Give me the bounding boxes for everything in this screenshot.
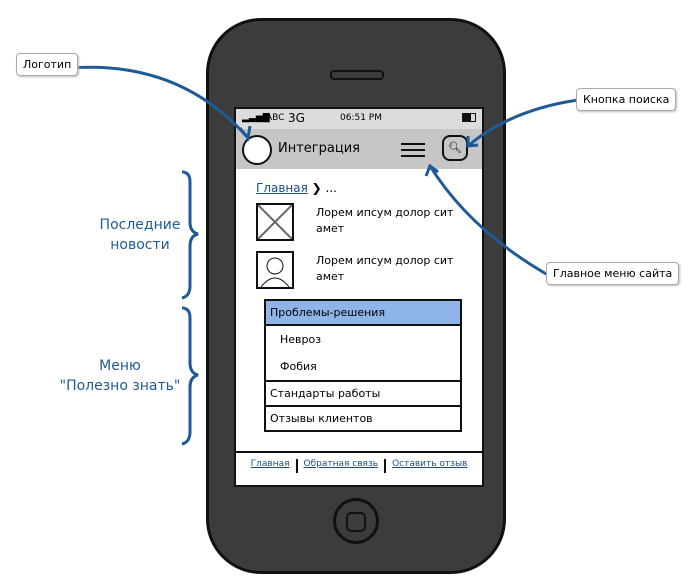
status-bar: ▂▃▅▇ ABC 3G 06:51 PM (236, 109, 482, 129)
breadcrumb: Главная ❯ ... (256, 181, 337, 195)
speaker (330, 70, 384, 80)
annotation-main-menu: Главное меню сайта (546, 262, 680, 285)
logo[interactable] (242, 135, 272, 165)
submenu-item[interactable]: Фобия (280, 360, 317, 373)
avatar-icon (256, 251, 294, 289)
footer-link-feedback[interactable]: Обратная связь (303, 459, 379, 469)
hamburger-menu-icon[interactable] (401, 139, 425, 161)
divider (236, 451, 482, 453)
app-title: Интеграция (278, 141, 360, 156)
image-placeholder-icon (256, 203, 294, 241)
app-header: Интеграция 🔍︎ (236, 129, 482, 169)
submenu-item[interactable]: Невроз (280, 333, 322, 346)
footer-link-review[interactable]: Оставить отзыв (392, 459, 468, 469)
breadcrumb-sep: ❯ ... (311, 181, 337, 195)
menu-item[interactable]: Отзывы клиентов (270, 412, 373, 425)
home-button[interactable] (333, 498, 379, 544)
annotation-search: Кнопка поиска (576, 88, 677, 111)
search-button[interactable]: 🔍︎ (442, 135, 468, 161)
annotation-logo: Логотип (16, 53, 79, 76)
menu-item-active[interactable]: Проблемы-решения (266, 301, 460, 326)
footer-link-home[interactable]: Главная (250, 459, 290, 469)
footer-links: Главная Обратная связь Оставить отзыв (236, 459, 482, 473)
network: 3G (288, 111, 305, 125)
carrier: ABC (266, 113, 285, 123)
annotation-menu: Меню"Полезно знать" (59, 358, 181, 394)
signal-icon: ▂▃▅▇ (242, 113, 270, 123)
clock: 06:51 PM (340, 113, 382, 123)
news-item[interactable]: Лорем ипсум долор сит амет (316, 206, 454, 235)
search-icon: 🔍︎ (448, 141, 462, 154)
menu-item[interactable]: Стандарты работы (266, 382, 460, 407)
breadcrumb-home[interactable]: Главная (256, 181, 308, 195)
useful-menu: Проблемы-решения Невроз Фобия Стандарты … (264, 299, 462, 432)
news-item[interactable]: Лорем ипсум долор сит амет (316, 254, 454, 283)
phone-screen: ▂▃▅▇ ABC 3G 06:51 PM Интеграция 🔍︎ Главн… (234, 107, 484, 487)
battery-icon (462, 113, 476, 122)
